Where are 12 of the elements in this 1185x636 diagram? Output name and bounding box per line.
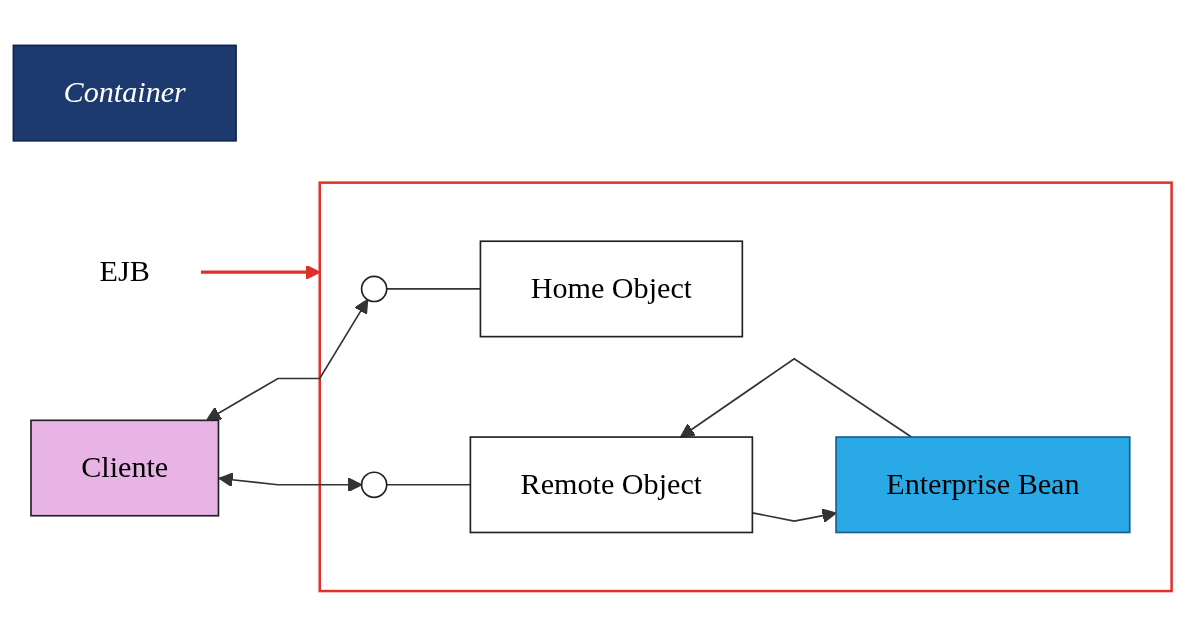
arrow <box>206 298 369 421</box>
node-circle <box>360 471 388 498</box>
arrow <box>200 264 321 280</box>
node-box: Cliente <box>30 419 220 517</box>
arrow <box>679 357 913 438</box>
cluster <box>318 181 1173 593</box>
node-box: Container <box>12 44 237 142</box>
node-text: EJB <box>99 254 150 288</box>
node-box: Enterprise Bean <box>835 436 1131 534</box>
node-circle <box>360 275 388 303</box>
node-box: Home Object <box>479 240 744 338</box>
node-box: Remote Object <box>469 436 754 534</box>
